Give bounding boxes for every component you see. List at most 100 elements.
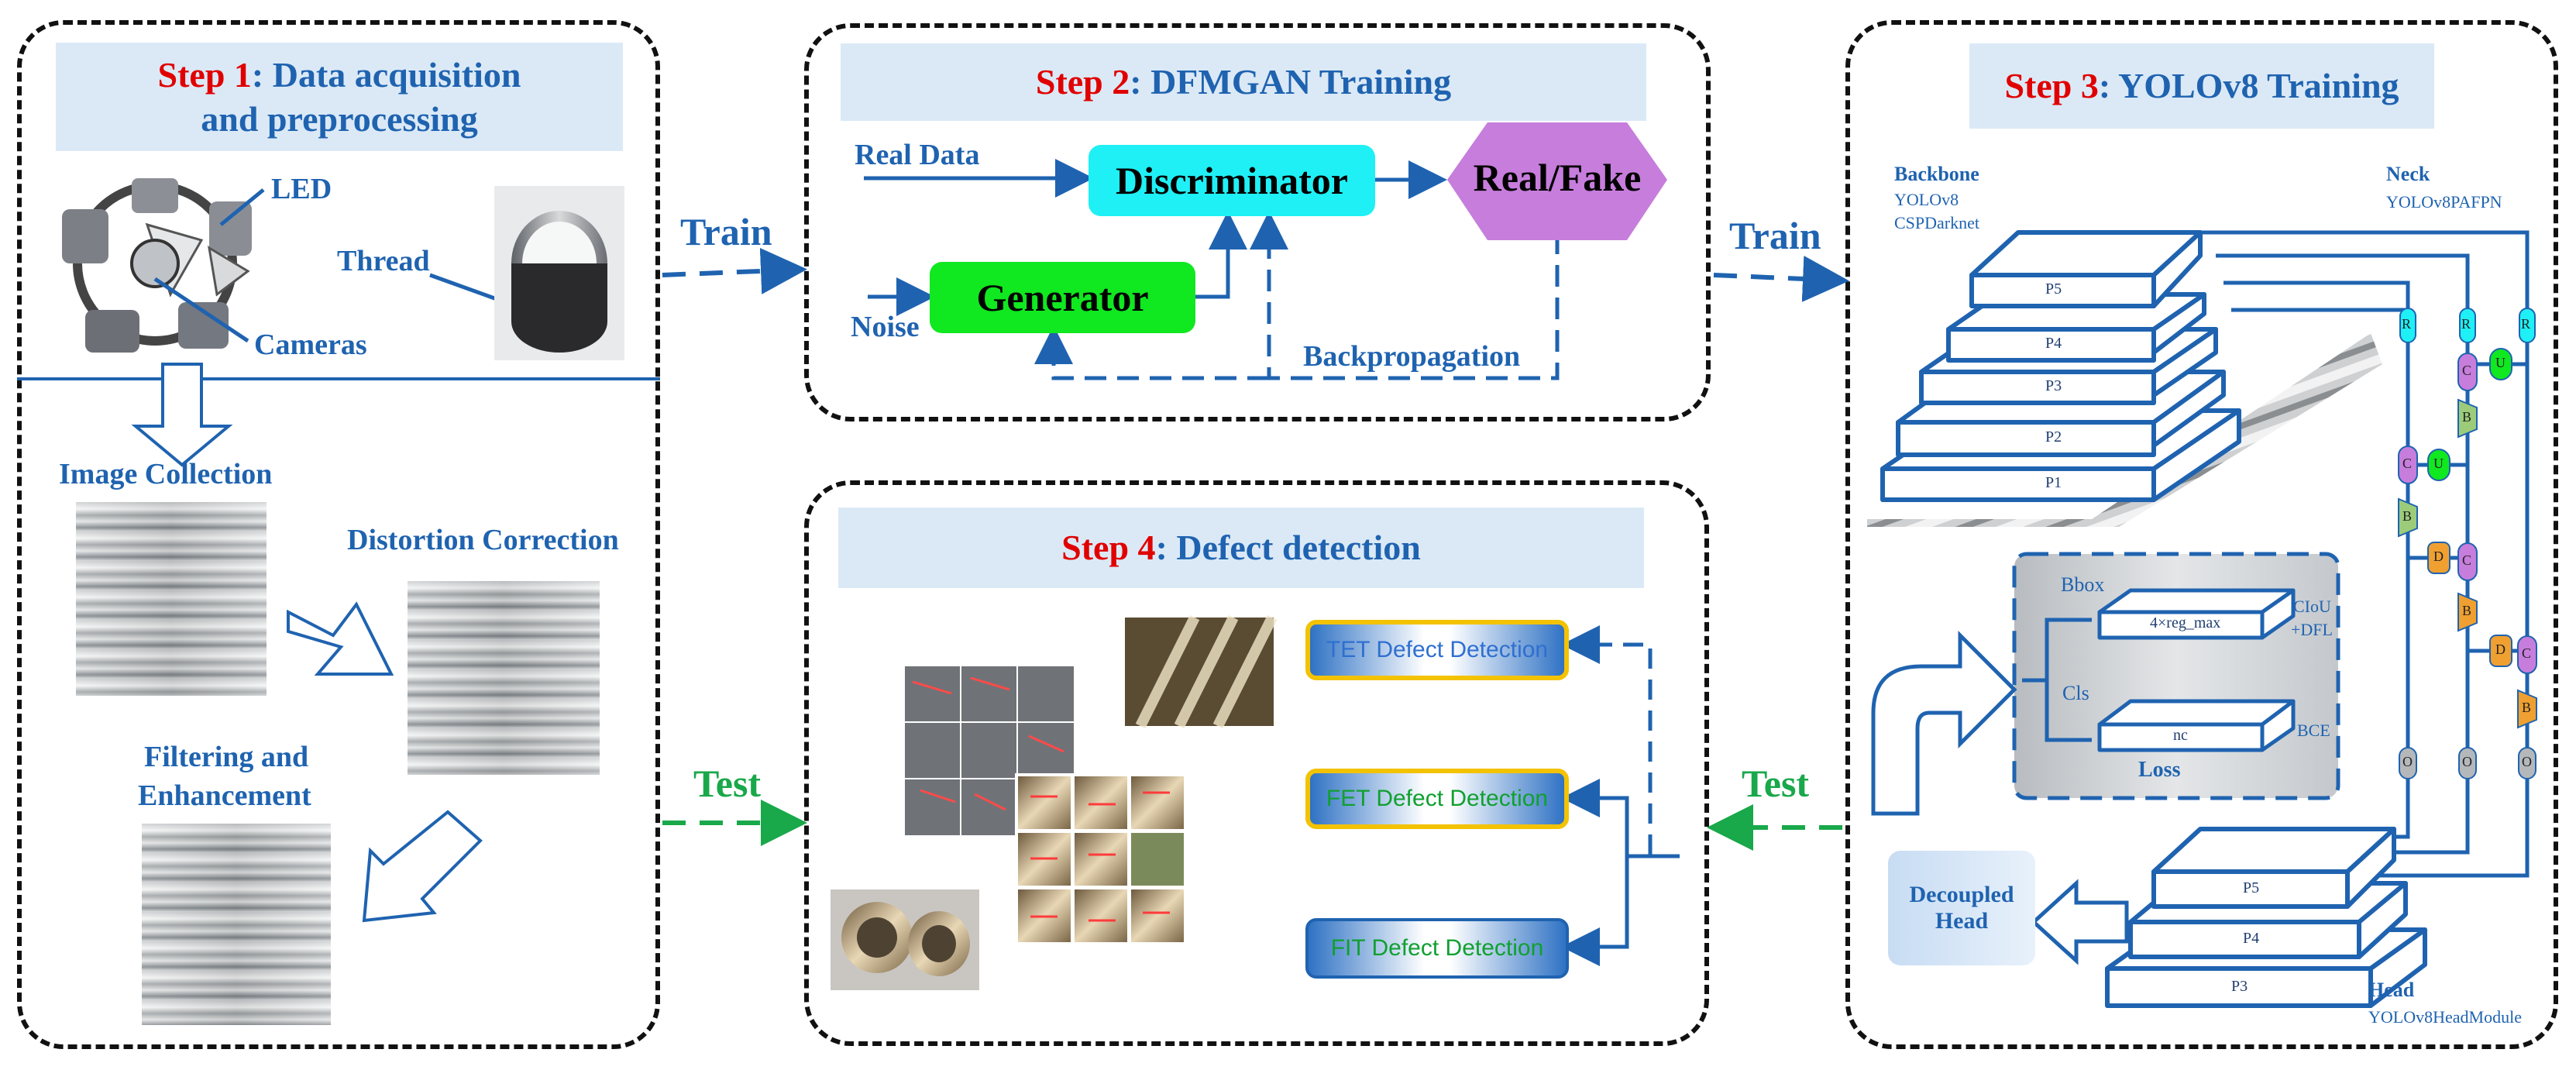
fet-detection-box: FET Defect Detection — [1305, 769, 1569, 829]
filtering-enhancement-photo — [142, 824, 331, 1025]
image-collection-label: Image Collection — [59, 458, 273, 490]
neck-node-r-3 — [2519, 308, 2536, 343]
ciou-label-line2: +DFL — [2291, 620, 2333, 639]
bbox-label: Bbox — [2061, 573, 2105, 596]
neck-node-u-2 — [2427, 449, 2450, 481]
step1-panel — [17, 20, 660, 1049]
decoupled-label-line2: Head — [1935, 908, 1989, 934]
node-o-label-1: O — [2402, 754, 2413, 769]
node-d-label-2: D — [2495, 642, 2505, 657]
neck-node-r-2 — [2459, 308, 2476, 343]
led-pointer — [219, 188, 265, 226]
neck-node-u-1 — [2489, 348, 2512, 380]
step3-title-number: Step 3 — [2004, 66, 2099, 106]
down-hollow-arrow — [131, 363, 233, 467]
train-arrow-left — [662, 247, 807, 294]
node-c-label-4: C — [2522, 645, 2532, 661]
step2-title: Step 2: DFMGAN Training — [841, 43, 1646, 121]
backbone-sub2: CSPDarknet — [1894, 213, 1979, 232]
neck-node-d-1 — [2427, 542, 2450, 574]
realfake-node — [1447, 122, 1667, 240]
right-hollow-arrow-1 — [287, 601, 394, 676]
step4-panel — [804, 480, 1709, 1046]
backbone-pyramid — [1880, 230, 2241, 502]
backpropagation-label: Backpropagation — [1303, 340, 1521, 373]
thread-label: Thread — [337, 245, 430, 277]
step1-title-line2: and preprocessing — [201, 99, 478, 139]
neck-node-r-1 — [2399, 308, 2416, 343]
pyramid-p5-label: P5 — [2045, 280, 2062, 298]
reg-max-label: 4×reg_max — [2150, 614, 2221, 631]
noise-label: Noise — [851, 311, 920, 343]
down-left-hollow-arrow — [362, 810, 483, 923]
node-c-label-2: C — [2402, 456, 2413, 471]
backbone-label: Backbone — [1894, 163, 1979, 185]
discriminator-node: Discriminator — [1089, 145, 1375, 216]
train-arrow-right — [1713, 255, 1849, 302]
head-p3-label: P3 — [2231, 978, 2248, 995]
filtering-label-line1: Filtering and — [144, 741, 309, 773]
head-pyramid — [2105, 827, 2427, 1008]
image-collection-photo — [76, 502, 267, 696]
step1-title-text: : Data acquisition — [251, 54, 521, 95]
head-p4-label: P4 — [2243, 930, 2260, 947]
neck-node-b-4 — [2517, 689, 2537, 729]
cls-block — [2097, 699, 2296, 752]
node-u-label-2: U — [2433, 456, 2444, 471]
neck-label: Neck — [2386, 163, 2430, 185]
thread-photo — [494, 186, 624, 360]
train-label-right: Train — [1729, 214, 1821, 257]
distortion-correction-label: Distortion Correction — [347, 524, 619, 556]
node-b-label-2: B — [2402, 508, 2413, 524]
backbone-sub1: YOLOv8 — [1894, 190, 1959, 209]
node-u-label-1: U — [2495, 355, 2505, 370]
neck-node-b-1 — [2457, 398, 2478, 439]
neck-sub: YOLOv8PAFPN — [2386, 192, 2502, 212]
curved-hollow-arrow — [1871, 630, 2017, 816]
node-o-label-2: O — [2462, 754, 2472, 769]
step2-title-text: : DFMGAN Training — [1130, 62, 1452, 102]
generator-label: Generator — [976, 276, 1149, 319]
node-c-label-3: C — [2462, 552, 2472, 568]
backprop-arrow-2 — [1034, 325, 1269, 380]
distortion-correction-photo — [408, 581, 600, 775]
node-b-label-1: B — [2462, 409, 2472, 425]
head-p5-label: P5 — [2243, 879, 2260, 896]
head-sub: YOLOv8HeadModule — [2368, 1007, 2522, 1027]
step4-title: Step 4: Defect detection — [838, 507, 1644, 588]
neck-node-b-3 — [2457, 592, 2478, 632]
bce-label: BCE — [2297, 721, 2330, 740]
tet-label: TET Defect Detection — [1326, 637, 1549, 662]
cameras-label: Cameras — [254, 329, 367, 361]
pyramid-p2-label: P2 — [2045, 428, 2062, 446]
to-fit-arrow — [1561, 856, 1629, 966]
bbox-block — [2097, 588, 2296, 640]
decoupled-head-box: Decoupled Head — [1888, 851, 2035, 965]
step4-title-number: Step 4 — [1061, 528, 1156, 568]
neck-node-o-1 — [2399, 747, 2417, 779]
fittings-photo — [831, 889, 979, 990]
step3-title: Step 3: YOLOv8 Training — [1969, 43, 2434, 129]
real-data-label: Real Data — [855, 139, 980, 171]
step3-title-text: : YOLOv8 Training — [2098, 66, 2399, 106]
decoupled-label-line1: Decoupled — [1909, 882, 2014, 907]
cls-label: Cls — [2062, 682, 2089, 704]
led-label: LED — [271, 173, 332, 205]
node-c-label-1: C — [2462, 363, 2472, 378]
left-hollow-arrow — [2031, 879, 2129, 965]
neck-node-o-3 — [2518, 747, 2536, 779]
to-fet-arrow — [1561, 779, 1680, 858]
fit-detection-box: FIT Defect Detection — [1305, 918, 1569, 979]
camera-rig-illustration — [62, 178, 252, 353]
fit-label: FIT Defect Detection — [1330, 935, 1544, 961]
node-b-label-3: B — [2462, 603, 2472, 618]
pyramid-p3-label: P3 — [2045, 377, 2062, 394]
neck-node-c-1 — [2457, 353, 2478, 391]
test-label-right: Test — [1742, 762, 1810, 805]
neck-node-c-3 — [2457, 542, 2478, 581]
neck-node-d-2 — [2489, 635, 2512, 667]
step2-panel — [804, 23, 1711, 421]
neck-node-c-2 — [2398, 446, 2418, 484]
node-b-label-4: B — [2522, 700, 2532, 715]
node-d-label-1: D — [2433, 549, 2444, 564]
